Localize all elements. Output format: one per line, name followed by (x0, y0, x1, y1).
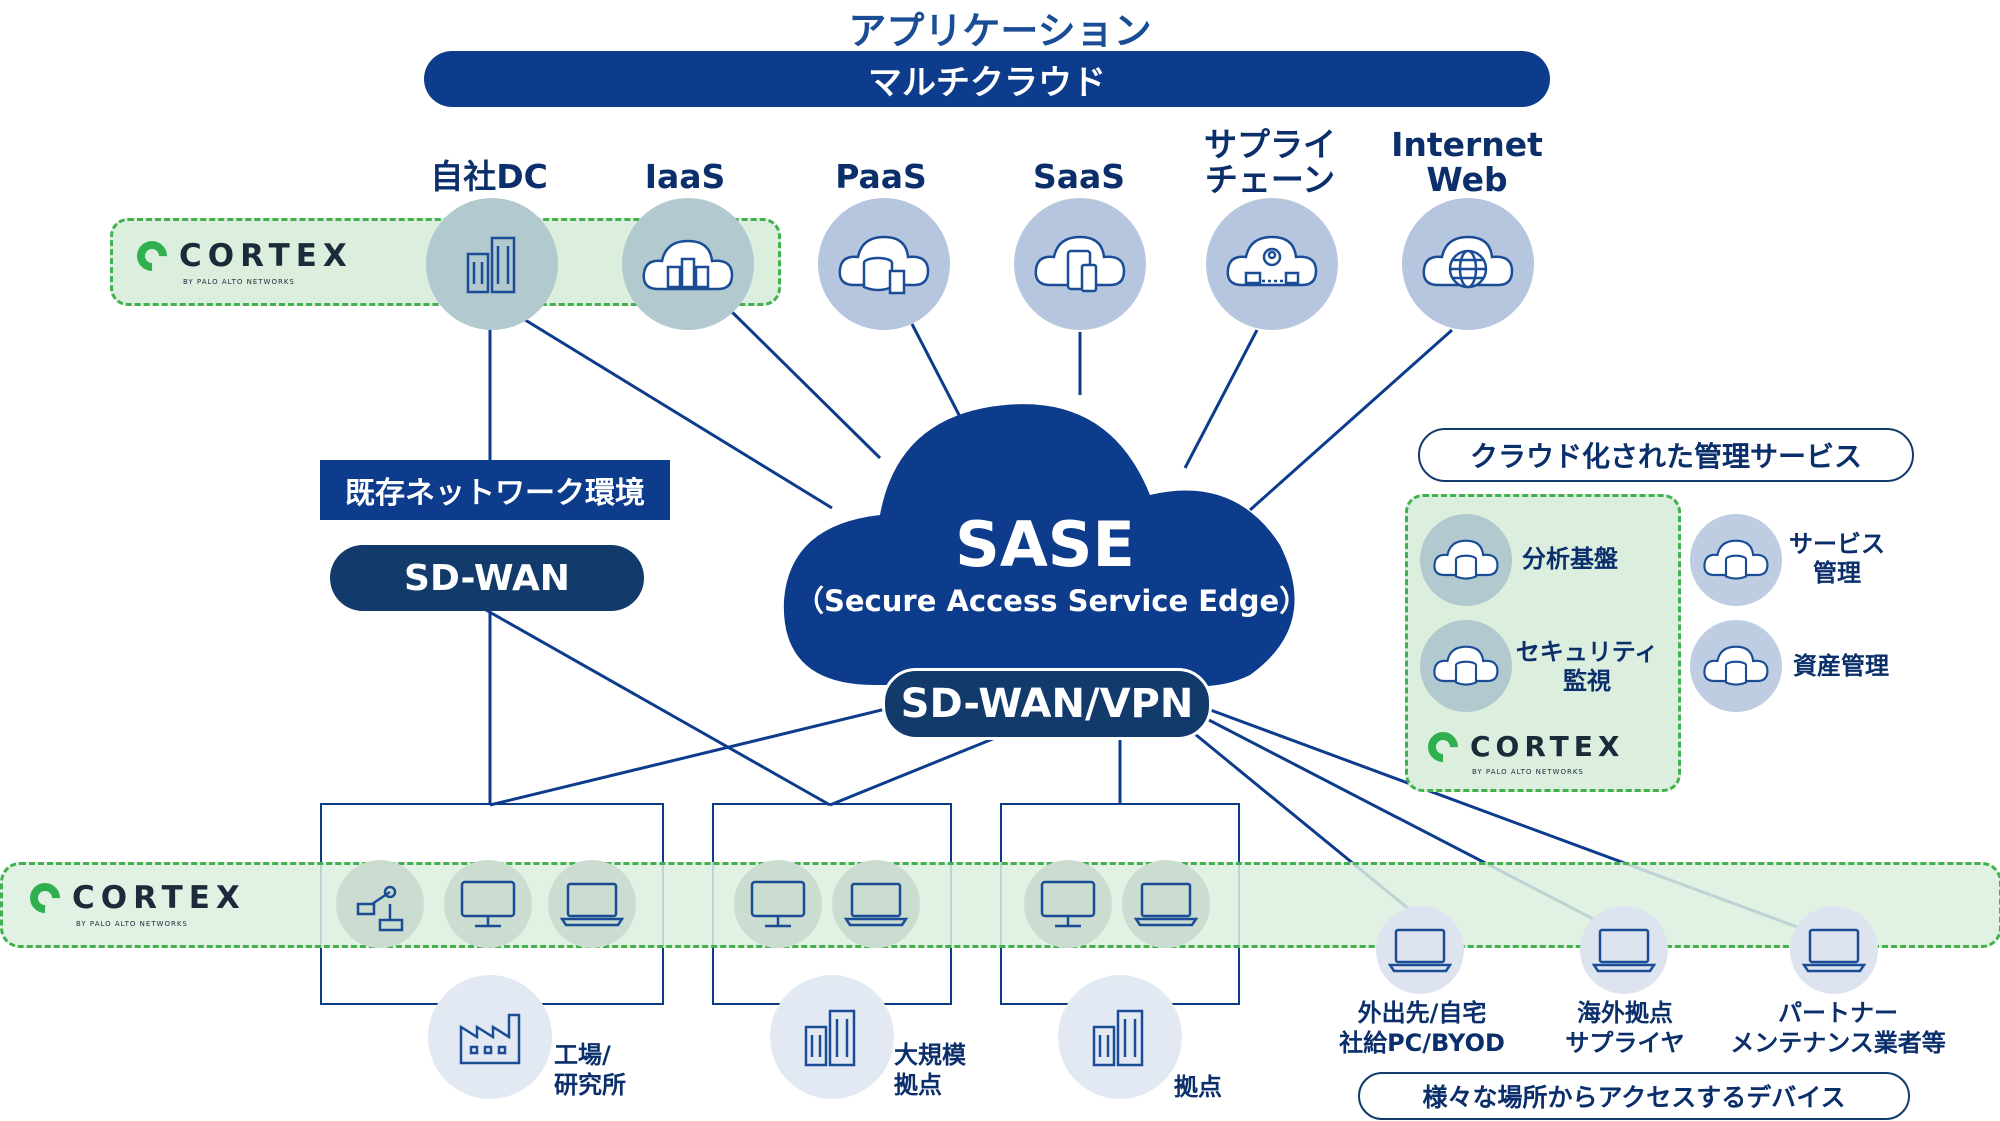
laptop-icon (1592, 928, 1656, 973)
site-label-large: 大規模 拠点 (894, 1041, 966, 1099)
resource-label-saas: SaaS (1032, 157, 1126, 196)
sdwan-pill: SD-WAN (330, 545, 644, 611)
service-label-analytics: 分析基盤 (1522, 545, 1618, 573)
resource-circle-web (1402, 198, 1534, 330)
endpoint-laptop-home (1376, 906, 1464, 994)
site-circle-factory (428, 975, 552, 1099)
resource-label-paas: PaaS (835, 157, 927, 196)
resource-label-dc: 自社DC (430, 157, 548, 196)
site-circle-site (1058, 975, 1182, 1099)
service-label-service-mgmt: サービス 管理 (1789, 530, 1885, 587)
monitor-icon (1040, 880, 1096, 928)
cortex-mark-icon (130, 234, 174, 278)
multicloud-bar: マルチクラウド (424, 51, 1550, 107)
cloud-server-icon (642, 239, 734, 291)
cloud-devices-icon (1034, 235, 1126, 293)
resource-label-supply: サプライ チェーン (1204, 125, 1336, 199)
resource-circle-paas (818, 198, 950, 330)
line-sdwan-large (485, 608, 831, 807)
resource-circle-dc (426, 198, 558, 330)
laptop-icon (1388, 928, 1452, 973)
cloud-supply-chain-icon (1226, 235, 1318, 287)
cortex-mark-icon (23, 876, 67, 920)
existing-network-label: 既存ネットワーク環境 (320, 460, 670, 520)
line-supply-sase (1183, 329, 1259, 469)
laptop-icon (1802, 928, 1866, 973)
endpoint-label-overseas: 海外拠点 サプライヤ (1565, 999, 1685, 1057)
site-circle-large (770, 975, 894, 1099)
service-circle-security (1420, 620, 1512, 712)
cloud-database-icon (1433, 539, 1499, 580)
service-label-asset-mgmt: 資産管理 (1793, 652, 1889, 680)
cortex-band-bottom (0, 862, 2000, 948)
application-title: アプリケーション (848, 9, 1152, 53)
resource-label-web: Internet Web (1391, 125, 1543, 199)
line-vpn-factory (489, 706, 891, 807)
laptop-device-factory (548, 860, 636, 948)
cloud-globe-icon (1422, 235, 1514, 289)
robot-arm-device (336, 860, 424, 948)
resource-circle-iaas (622, 198, 754, 330)
endpoint-laptop-overseas (1580, 906, 1668, 994)
sase-subtitle: （Secure Access Service Edge） (795, 584, 1309, 618)
cloud-database-icon (838, 235, 930, 295)
site-label-site: 拠点 (1174, 1073, 1222, 1101)
site-label-factory: 工場/ 研究所 (554, 1041, 626, 1099)
robot-arm-icon (356, 885, 404, 932)
monitor-icon (460, 880, 516, 928)
resource-label-iaas: IaaS (644, 157, 726, 196)
laptop-icon (1134, 882, 1198, 927)
service-circle-asset-mgmt (1690, 620, 1782, 712)
endpoint-label-home: 外出先/自宅 社給PC/BYOD (1339, 999, 1505, 1057)
cloud-database-icon (1433, 645, 1499, 686)
line-web-sase (1249, 328, 1453, 512)
cortex-logo-managed: CORTEX BY PALO ALTO NETWORKS (1421, 725, 1624, 776)
buildings-icon (1092, 1009, 1144, 1067)
desktop-device-factory (444, 860, 532, 948)
line-vpn-large (829, 734, 1001, 807)
buildings-icon (804, 1009, 856, 1067)
cortex-logo-top: CORTEX BY PALO ALTO NETWORKS (130, 234, 353, 286)
factory-icon (459, 1013, 521, 1065)
cloud-database-icon (1703, 539, 1769, 580)
devices-caption: 様々な場所からアクセスするデバイス (1358, 1072, 1910, 1120)
laptop-device-large (832, 860, 920, 948)
monitor-icon (750, 880, 806, 928)
service-circle-service-mgmt (1690, 514, 1782, 606)
line-iaas-sase (728, 308, 882, 460)
sase-cloud (783, 404, 1295, 687)
sase-title: SASE (955, 508, 1135, 581)
desktop-device-site (1024, 860, 1112, 948)
endpoint-laptop-partner (1790, 906, 1878, 994)
sdwan-vpn-pill: SD-WAN/VPN (882, 668, 1212, 740)
cloud-database-icon (1703, 645, 1769, 686)
resource-circle-saas (1014, 198, 1146, 330)
endpoint-label-partner: パートナー メンテナンス業者等 (1730, 999, 1946, 1057)
service-circle-analytics (1420, 514, 1512, 606)
cortex-logo-bottom: CORTEX BY PALO ALTO NETWORKS (23, 876, 246, 928)
laptop-icon (844, 882, 908, 927)
building-icon (466, 236, 516, 294)
line-dc-sase (521, 316, 833, 510)
cortex-mark-icon (1421, 725, 1465, 768)
resource-circle-supply (1206, 198, 1338, 330)
service-label-security: セキュリティ 監視 (1515, 638, 1659, 695)
managed-services-title: クラウド化された管理サービス (1418, 428, 1914, 482)
laptop-device-site (1122, 860, 1210, 948)
desktop-device-large (734, 860, 822, 948)
laptop-icon (560, 882, 624, 927)
